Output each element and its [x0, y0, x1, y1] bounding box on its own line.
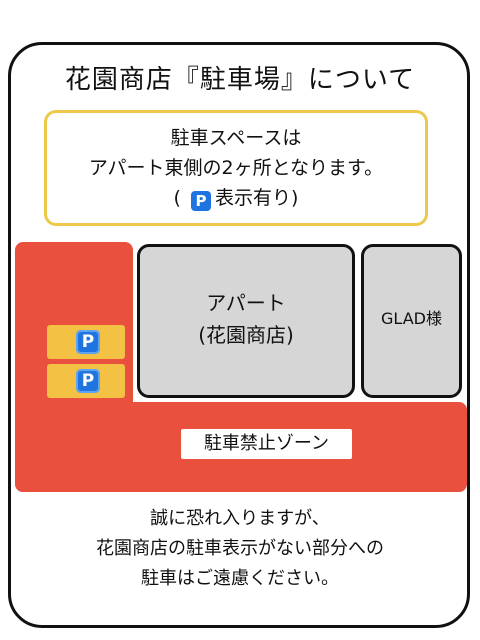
footer-message: 誠に恐れ入りますが、 花園商店の駐車表示がない部分への 駐車はご遠慮ください。 [0, 504, 480, 594]
apartment-building: アパート (花園商店) [137, 244, 355, 398]
notice-open-paren: ( [173, 187, 181, 209]
notice-line-2: アパート東側の2ヶ所となります。 [88, 157, 384, 179]
parking-space: P [47, 364, 125, 398]
parking-icon: P [191, 191, 212, 211]
no-parking-label: 駐車禁止ゾーン [181, 429, 352, 459]
page-title: 花園商店『駐車場』について [64, 65, 416, 95]
neighbor-building: GLAD様 [361, 244, 462, 398]
footer-line-2: 花園商店の駐車表示がない部分への [96, 538, 384, 559]
parking-space: P [47, 325, 125, 359]
footer-line-1: 誠に恐れ入りますが、 [150, 508, 330, 529]
parking-icon: P [76, 330, 100, 354]
apartment-sublabel: (花園商店) [198, 323, 294, 347]
parking-icon: P [76, 369, 100, 393]
apartment-label: アパート [206, 291, 286, 315]
footer-line-3: 駐車はご遠慮ください。 [141, 568, 339, 589]
neighbor-label: GLAD様 [381, 309, 442, 328]
notice-sign-label: 表示有り) [215, 187, 299, 209]
notice-line-1: 駐車スペースは [170, 127, 302, 149]
